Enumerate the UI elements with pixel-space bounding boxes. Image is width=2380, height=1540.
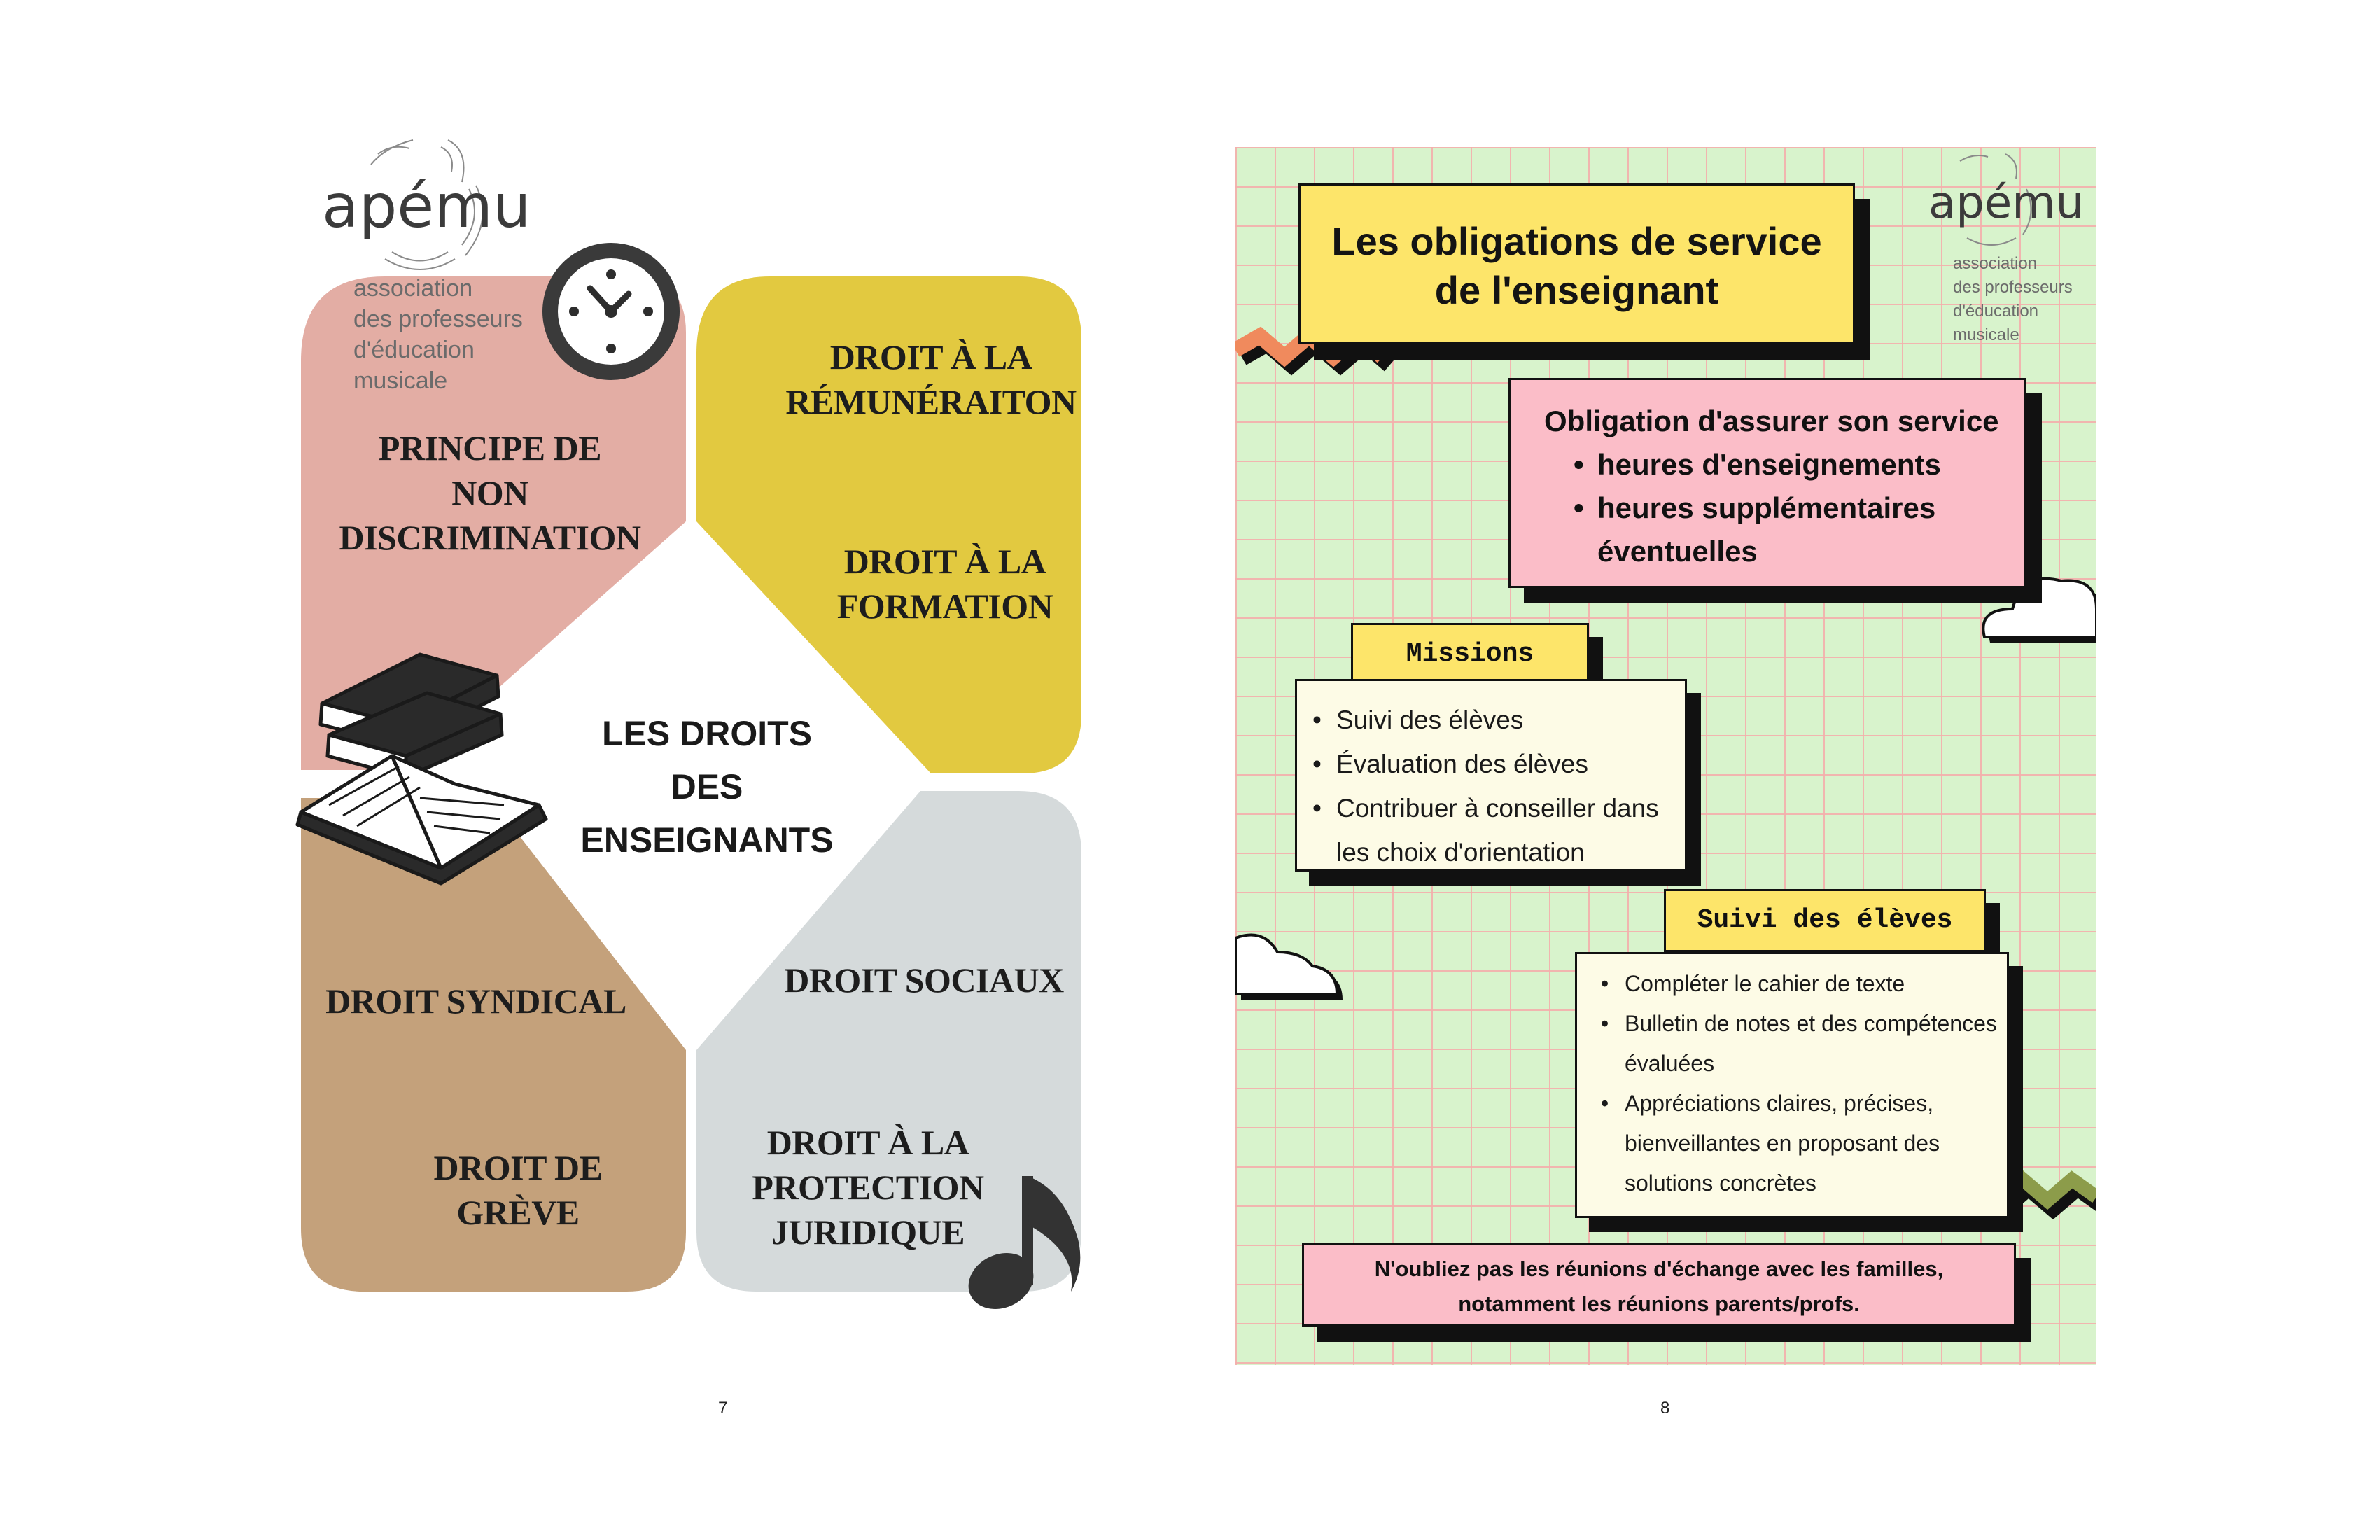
suivi-label-card: Suivi des élèves [1664,889,1986,952]
logo-wordmark: apému [322,172,531,241]
footer-note: N'oubliez pas les réunions d'échange ave… [1302,1242,2016,1326]
label-line: DROIT DE GRÈVE [433,1148,603,1232]
title-line: DES [671,767,743,806]
label-line: DROIT À LA [830,337,1032,377]
logo-swirl-icon [1959,153,2032,246]
label-droit-sociaux: DROIT SOCIAUX [777,958,1071,1002]
quadrant-top-right [696,276,1082,774]
label-formation: DROIT À LA FORMATION [798,539,1092,629]
footer-note-text: N'oubliez pas les réunions d'échange ave… [1304,1252,2014,1322]
title-line: de l'enseignant [1434,268,1719,312]
quadrant-bottom-left [301,798,686,1292]
missions-list: Suivi des élèves Évaluation des élèves C… [1312,698,1685,830]
note-line: N'oubliez pas les réunions d'échange ave… [1374,1256,1944,1281]
logo-line: association [1953,254,2038,273]
missions-label-card: Missions [1351,623,1589,686]
missions-box: Suivi des élèves Évaluation des élèves C… [1295,679,1687,872]
center-title: LES DROITS DES ENSEIGNANTS [560,707,854,867]
label-line: RÉMUNÉRAITON [785,382,1077,421]
list-item-continued: évaluées [1625,1051,1715,1076]
suivi-label: Suivi des élèves [1697,905,1953,935]
service-box: Obligation d'assurer son service heures … [1508,378,2026,588]
list-item: heures d'enseignements [1574,443,2024,486]
list-item: Suivi des élèves [1312,698,1685,742]
label-line: NON [451,473,528,512]
cloud-left-icon [1236,933,1343,1000]
list-item: Bulletin de notes et des compétences [1601,1004,2007,1044]
logo-line: musicale [354,368,448,394]
list-item: Compléter le cahier de texte [1601,964,2007,1004]
suivi-list-2: Appréciations claires, précises, [1601,1084,2007,1124]
list-item: heures supplémentaires [1574,486,2024,530]
label-line: JURIDIQUE [771,1212,965,1252]
logo-swirl-icon [370,139,484,270]
apemu-logo-small: apému association des professeurs d'éduc… [1925,147,2093,357]
label-droit-de-greve: DROIT DE GRÈVE [371,1145,665,1235]
label-protection-juridique: DROIT À LA PROTECTION JURIDIQUE [728,1120,1008,1254]
quadrant-bottom-right [696,791,1082,1292]
logo-line: des professeurs [1953,278,2073,297]
logo-line: d'éducation [354,337,475,363]
label-line: PRINCIPE DE [378,428,602,468]
title-card: Les obligations de service de l'enseigna… [1298,183,1855,344]
page-title: Les obligations de service de l'enseigna… [1301,217,1853,315]
list-item: Contribuer à conseiller dans [1312,786,1685,830]
apemu-logo: apému [322,133,531,273]
missions-label: Missions [1406,639,1534,669]
label-line: DROIT SOCIAUX [784,960,1064,1000]
service-list: heures d'enseignements heures supplément… [1544,443,2024,530]
logo-subtitle: association des professeurs d'éducation … [354,273,523,396]
logo-subtitle: association des professeurs d'éducation … [1953,252,2073,347]
note-line: notamment les réunions parents/profs. [1458,1292,1860,1316]
label-line: PROTECTION [752,1168,984,1207]
label-line: DROIT À LA [844,542,1046,581]
title-line: ENSEIGNANTS [580,820,834,860]
clock-icon [542,243,680,380]
list-item-continued: les choix d'orientation [1336,838,1585,867]
page-number-right: 8 [1660,1399,1670,1418]
suivi-list: Compléter le cahier de texte Bulletin de… [1601,964,2007,1044]
list-item-continued: éventuelles [1597,535,1758,568]
cloud-right-icon [1982,577,2096,643]
title-line: Les obligations de service [1331,219,1822,263]
label-droit-syndical: DROIT SYNDICAL [315,979,637,1023]
list-item: Appréciations claires, précises, [1601,1084,2007,1124]
suivi-box: Compléter le cahier de texte Bulletin de… [1575,952,2009,1218]
books-icon [295,652,548,886]
label-line: DROIT SYNDICAL [326,981,626,1021]
rights-diagram [295,243,1082,1309]
music-note-icon [968,1176,1081,1309]
logo-wordmark: apému [1928,177,2085,229]
list-item: Évaluation des élèves [1312,742,1685,786]
label-non-discrimination: PRINCIPE DE NON DISCRIMINATION [336,426,644,560]
label-line: FORMATION [836,587,1054,626]
label-line: DROIT À LA [766,1123,969,1162]
logo-line: d'éducation [1953,302,2039,321]
list-item-continued: solutions concrètes [1625,1170,1816,1196]
left-page: apému association des professeurs d'éduc… [295,133,1092,1418]
page-number-left: 7 [718,1399,728,1418]
label-line: DISCRIMINATION [339,518,641,557]
list-item-continued: bienveillantes en proposant des [1625,1130,1940,1156]
logo-line: des professeurs [354,306,523,332]
logo-line: musicale [1953,326,2019,344]
title-line: LES DROITS [601,714,813,753]
right-page: Les obligations de service de l'enseigna… [1236,147,2096,1365]
quadrant-top-left [301,276,686,770]
label-remuneration: DROIT À LA RÉMUNÉRAITON [770,335,1092,424]
logo-line: association [354,275,473,302]
service-heading: Obligation d'assurer son service [1544,405,1999,438]
